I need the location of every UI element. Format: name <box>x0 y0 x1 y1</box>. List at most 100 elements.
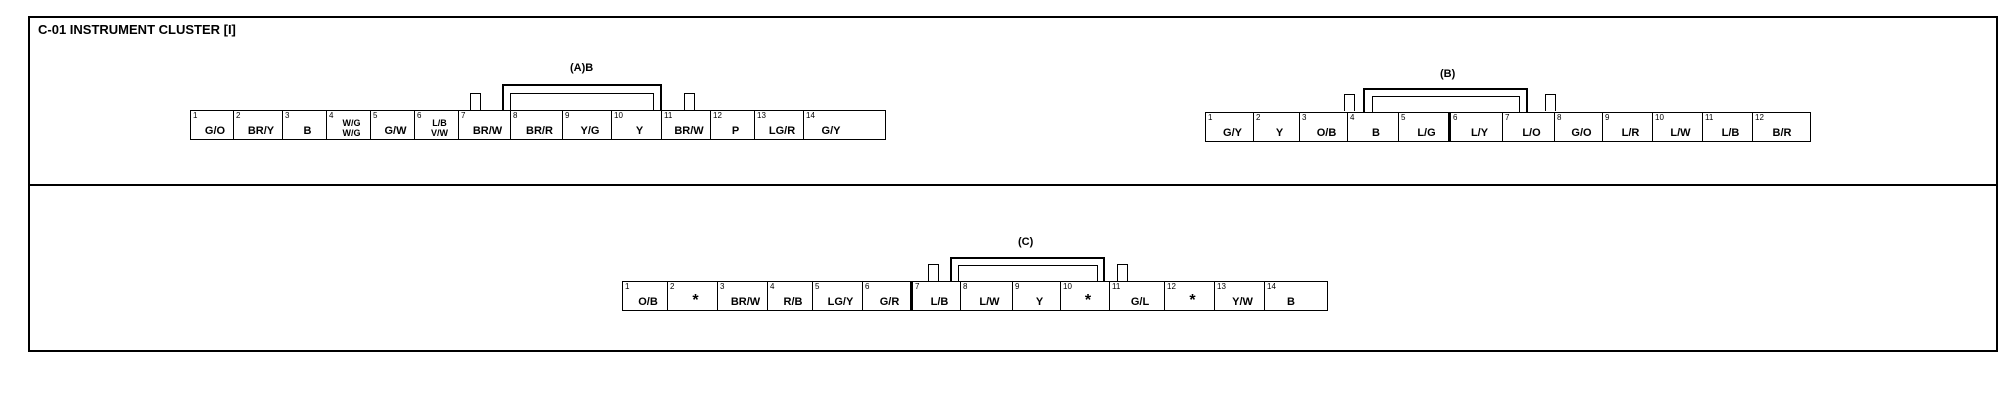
connector-c-pin: 12 * <box>1165 282 1215 310</box>
pin-number: 9 <box>1015 282 1020 291</box>
connector-c-bracket-inner <box>958 265 1098 285</box>
connector-a-label: (A)B <box>570 62 594 74</box>
pin-number: 13 <box>1217 282 1226 291</box>
pin-number: 1 <box>625 282 630 291</box>
pin-number: 3 <box>720 282 725 291</box>
pin-wire-color: * <box>1189 292 1196 309</box>
pin-wire-color: Y <box>1035 296 1044 308</box>
pin-wire-color: G/Y <box>1223 127 1242 139</box>
diagram-title: C-01 INSTRUMENT CLUSTER [I] <box>38 22 236 37</box>
pin-number: 10 <box>1655 113 1664 122</box>
pin-number: 3 <box>285 111 290 120</box>
pin-wire-color: * <box>692 292 699 309</box>
pin-wire-color: BR/Y <box>247 125 275 137</box>
pin-wire-color: L/W <box>1670 127 1691 139</box>
pin-number: 11 <box>1705 113 1714 122</box>
pin-number: 1 <box>193 111 198 120</box>
pin-number: 10 <box>1063 282 1072 291</box>
pin-wire-color: BR/W <box>730 296 761 308</box>
pin-number: 8 <box>963 282 968 291</box>
pin-wire-color: Y/W <box>1232 296 1253 308</box>
pin-wire-color: G/O <box>204 125 226 137</box>
section-divider <box>28 184 1998 186</box>
pin-wire-color: B <box>1287 296 1295 308</box>
pin-wire-color: B <box>303 125 312 137</box>
pin-wire-color: G/R <box>879 296 900 308</box>
connector-a-bracket-inner <box>510 93 654 114</box>
pin-number: 7 <box>1505 113 1510 122</box>
pin-wire-color: BR/R <box>526 125 553 137</box>
pin-number: 14 <box>806 111 815 120</box>
pin-number: 9 <box>1605 113 1610 122</box>
pin-wire-color: L/B <box>930 296 949 308</box>
pin-number: 7 <box>461 111 466 120</box>
pin-wire-color: Y <box>635 125 644 137</box>
connector-c-latch-right <box>1117 264 1128 281</box>
pin-number: 11 <box>1112 282 1121 291</box>
pin-wire-color: O/B <box>1316 127 1337 139</box>
pin-number: 11 <box>664 111 673 120</box>
pin-wire-color: L/R <box>1621 127 1640 139</box>
pin-number: 12 <box>1167 282 1176 291</box>
pin-wire-color: G/W <box>384 125 407 137</box>
pin-wire-color: L/G <box>1417 127 1436 139</box>
pin-number: 2 <box>670 282 675 291</box>
pin-wire-color: B <box>1372 127 1380 139</box>
pin-number: 4 <box>329 111 334 120</box>
pin-wire-color: * <box>1084 292 1092 309</box>
pin-number: 12 <box>713 111 722 120</box>
pin-wire-color: G/O <box>1571 127 1592 139</box>
pin-number: 14 <box>1267 282 1276 291</box>
pin-wire-color: L/B <box>1721 127 1740 139</box>
pin-wire-color: L/W <box>979 296 1000 308</box>
pin-number: 9 <box>565 111 570 120</box>
pin-wire-color: P <box>731 125 740 137</box>
connector-b-latch-left <box>1344 94 1355 111</box>
pin-wire-color: G/L <box>1130 296 1150 308</box>
pin-wire-color: LG/Y <box>827 296 854 308</box>
pin-number: 10 <box>614 111 623 120</box>
pin-number: 1 <box>1208 113 1213 122</box>
pin-wire-color: B/R <box>1772 127 1792 139</box>
pin-wire-color: R/B <box>783 296 803 308</box>
pin-number: 6 <box>417 111 422 120</box>
connector-c-label: (C) <box>1018 236 1034 248</box>
connector-b-latch-right <box>1545 94 1556 111</box>
pin-number: 8 <box>513 111 518 120</box>
connector-b-label: (B) <box>1440 68 1456 80</box>
pin-wire-color: L/O <box>1522 127 1541 139</box>
pin-wire-color: Y <box>1275 127 1284 139</box>
connector-b-bracket-inner <box>1372 96 1520 116</box>
